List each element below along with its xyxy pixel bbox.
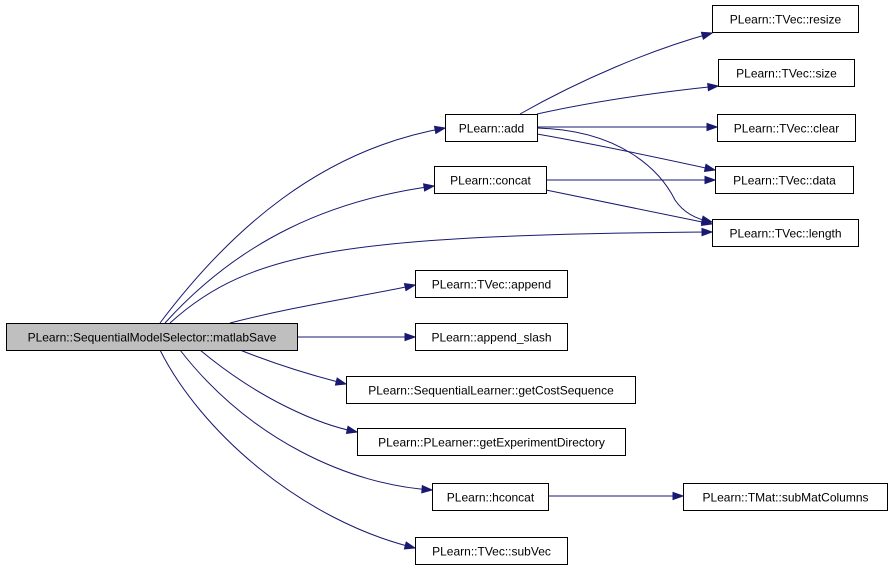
edge-root-to-add bbox=[159, 125, 447, 324]
node-box bbox=[445, 114, 538, 142]
edge-root-to-hconcat bbox=[179, 349, 434, 494]
node-getexpdir[interactable]: PLearn::PLearner::getExperimentDirectory bbox=[357, 428, 626, 456]
node-length[interactable]: PLearn::TVec::length bbox=[712, 219, 859, 247]
node-box bbox=[415, 270, 568, 298]
edge-add-to-data bbox=[536, 133, 717, 172]
arrowhead-icon bbox=[707, 82, 720, 92]
edge-line bbox=[536, 133, 716, 171]
node-box bbox=[712, 5, 859, 33]
node-box bbox=[346, 376, 636, 404]
arrowhead-icon bbox=[345, 425, 359, 434]
edge-line bbox=[159, 349, 416, 549]
node-box bbox=[718, 59, 855, 87]
edge-concat-to-length bbox=[545, 189, 714, 227]
edge-concat-to-data bbox=[546, 175, 717, 185]
edges-layer bbox=[159, 31, 720, 550]
node-box bbox=[6, 323, 298, 351]
edge-line bbox=[229, 284, 416, 324]
arrowhead-icon bbox=[700, 31, 714, 41]
edge-line bbox=[164, 185, 435, 324]
arrowhead-icon bbox=[422, 183, 436, 192]
arrowhead-icon bbox=[334, 377, 348, 386]
node-label: PLearn::TMat::subMatColumns bbox=[702, 491, 868, 505]
node-label: PLearn::PLearner::getExperimentDirectory bbox=[378, 436, 605, 450]
node-label: PLearn::TVec::length bbox=[729, 227, 841, 241]
edge-root-to-length bbox=[169, 227, 714, 324]
node-data[interactable]: PLearn::TVec::data bbox=[715, 166, 854, 194]
nodes-layer: PLearn::SequentialModelSelector::matlabS… bbox=[6, 5, 888, 565]
arrowhead-icon bbox=[700, 217, 714, 227]
edge-line bbox=[179, 349, 433, 491]
node-box bbox=[415, 323, 568, 351]
arrowhead-icon bbox=[701, 227, 714, 237]
node-label: PLearn::TVec::subVec bbox=[432, 545, 551, 559]
node-clear[interactable]: PLearn::TVec::clear bbox=[717, 114, 856, 142]
node-box bbox=[715, 166, 854, 194]
edge-line bbox=[536, 127, 713, 223]
node-root[interactable]: PLearn::SequentialModelSelector::matlabS… bbox=[6, 323, 298, 351]
node-submatcols[interactable]: PLearn::TMat::subMatColumns bbox=[683, 483, 888, 511]
node-append_slash[interactable]: PLearn::append_slash bbox=[415, 323, 568, 351]
node-getcostseq[interactable]: PLearn::SequentialLearner::getCostSequen… bbox=[346, 376, 636, 404]
edge-root-to-concat bbox=[164, 183, 436, 324]
node-box bbox=[434, 166, 547, 194]
arrowhead-icon bbox=[421, 484, 434, 494]
edge-line bbox=[159, 127, 446, 324]
edge-line bbox=[536, 85, 719, 115]
edge-hconcat-to-submatcols bbox=[548, 491, 685, 501]
node-box bbox=[683, 483, 888, 511]
node-box bbox=[432, 483, 549, 511]
node-box bbox=[712, 219, 859, 247]
edge-line bbox=[239, 349, 347, 385]
edge-add-to-clear bbox=[537, 122, 719, 132]
edge-root-to-getexpdir bbox=[199, 349, 359, 434]
edge-add-to-resize bbox=[519, 31, 714, 115]
edge-line bbox=[199, 349, 358, 433]
node-add[interactable]: PLearn::add bbox=[445, 114, 538, 142]
edge-add-to-size bbox=[536, 82, 720, 115]
node-tvec_append[interactable]: PLearn::TVec::append bbox=[415, 270, 568, 298]
node-subvec[interactable]: PLearn::TVec::subVec bbox=[415, 537, 568, 565]
edge-root-to-getcostseq bbox=[239, 349, 348, 386]
node-size[interactable]: PLearn::TVec::size bbox=[718, 59, 855, 87]
node-label: PLearn::TVec::data bbox=[733, 174, 836, 188]
edge-line bbox=[519, 32, 713, 115]
arrowhead-icon bbox=[403, 541, 417, 550]
arrowhead-icon bbox=[706, 122, 719, 132]
arrowhead-icon bbox=[404, 332, 417, 342]
node-resize[interactable]: PLearn::TVec::resize bbox=[712, 5, 859, 33]
node-hconcat[interactable]: PLearn::hconcat bbox=[432, 483, 549, 511]
node-box bbox=[717, 114, 856, 142]
node-label: PLearn::TVec::append bbox=[432, 278, 551, 292]
arrowhead-icon bbox=[672, 491, 685, 501]
edge-root-to-subvec bbox=[159, 349, 417, 550]
node-label: PLearn::append_slash bbox=[431, 331, 551, 345]
arrowhead-icon bbox=[703, 163, 717, 172]
node-box bbox=[415, 537, 568, 565]
node-label: PLearn::SequentialLearner::getCostSequen… bbox=[368, 384, 614, 398]
arrowhead-icon bbox=[433, 125, 447, 135]
edge-root-to-tvec_append bbox=[229, 282, 417, 324]
node-label: PLearn::TVec::clear bbox=[734, 122, 839, 136]
node-label: PLearn::concat bbox=[450, 174, 531, 188]
node-label: PLearn::SequentialModelSelector::matlabS… bbox=[28, 331, 277, 345]
node-label: PLearn::hconcat bbox=[447, 491, 535, 505]
arrowhead-icon bbox=[403, 282, 417, 292]
node-label: PLearn::TVec::size bbox=[736, 67, 837, 81]
edge-root-to-append_slash bbox=[297, 332, 417, 342]
node-concat[interactable]: PLearn::concat bbox=[434, 166, 547, 194]
edge-line bbox=[169, 231, 713, 324]
arrowhead-icon bbox=[704, 175, 717, 185]
edge-line bbox=[545, 189, 713, 225]
node-label: PLearn::TVec::resize bbox=[730, 13, 842, 27]
edge-add-to-length bbox=[536, 127, 714, 224]
node-box bbox=[357, 428, 626, 456]
node-label: PLearn::add bbox=[459, 122, 524, 136]
